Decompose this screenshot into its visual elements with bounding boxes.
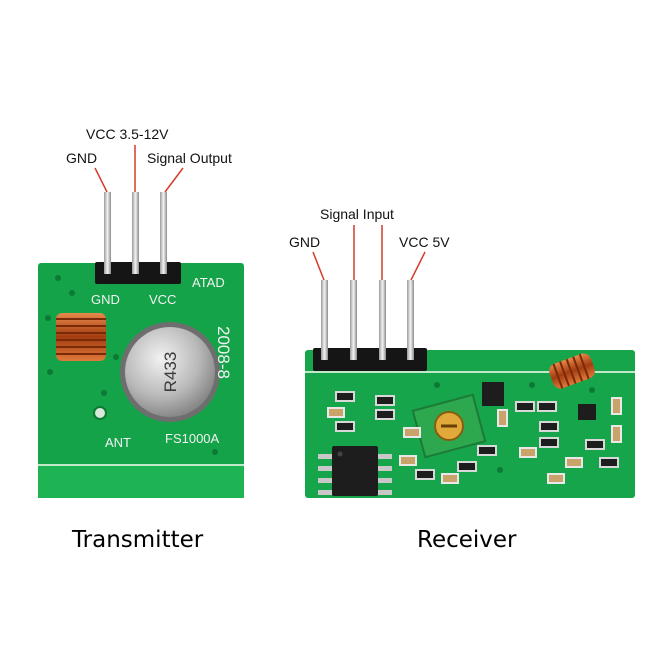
transmitter-coil xyxy=(56,313,106,361)
receiver-ic xyxy=(318,446,392,496)
label-gnd: GND xyxy=(289,234,320,250)
silk-gnd: GND xyxy=(91,292,120,307)
leader-signal xyxy=(164,167,184,193)
transmitter-pin-vcc xyxy=(132,192,139,274)
leader-gnd xyxy=(94,167,108,193)
receiver-header xyxy=(313,348,427,371)
via xyxy=(497,467,503,473)
receiver-coil xyxy=(549,353,595,389)
receiver-caption: Receiver xyxy=(417,527,517,553)
transmitter-pin-signal xyxy=(160,192,167,274)
transmitter-pin-labels: GND VCC 3.5-12V Signal Output xyxy=(66,126,232,193)
via xyxy=(45,315,51,321)
label-signal-output: Signal Output xyxy=(147,150,232,166)
leader-vcc xyxy=(410,251,426,281)
silk-data: ATAD xyxy=(192,275,225,290)
transmitter-pin-gnd xyxy=(104,192,111,274)
leader-gnd xyxy=(312,251,325,281)
via xyxy=(113,354,119,360)
silk-model: FS1000A xyxy=(165,431,220,446)
via xyxy=(529,382,535,388)
via xyxy=(212,449,218,455)
receiver-pin-signal-a xyxy=(350,280,357,360)
mounting-hole xyxy=(93,406,107,420)
transmitter-pcb-edge xyxy=(38,465,244,498)
transmitter-module: R433 GND VCC ATAD 2008-8 FS1000A ANT xyxy=(38,192,244,498)
via xyxy=(589,387,595,393)
receiver-pin-gnd xyxy=(321,280,328,360)
via xyxy=(47,369,53,375)
silk-date: 2008-8 xyxy=(214,326,233,379)
label-signal-input: Signal Input xyxy=(320,206,394,222)
receiver-transistor xyxy=(578,404,596,420)
transmitter-caption: Transmitter xyxy=(72,527,204,553)
via xyxy=(69,290,75,296)
via xyxy=(55,275,61,281)
receiver-pin-vcc xyxy=(407,280,414,360)
silk-vcc: VCC xyxy=(149,292,176,307)
via xyxy=(101,390,107,396)
receiver-module xyxy=(305,280,635,498)
receiver-pin-signal-b xyxy=(379,280,386,360)
via xyxy=(434,382,440,388)
receiver-smd-components xyxy=(327,391,622,484)
crystal-marking: R433 xyxy=(161,352,180,393)
silk-ant: ANT xyxy=(105,435,131,450)
receiver-pin-labels: GND Signal Input VCC 5V xyxy=(289,206,450,281)
label-gnd: GND xyxy=(66,150,97,166)
receiver-transistor xyxy=(482,382,504,406)
transmitter-crystal: R433 xyxy=(120,322,220,422)
label-vcc: VCC 3.5-12V xyxy=(86,126,169,142)
label-vcc: VCC 5V xyxy=(399,234,450,250)
